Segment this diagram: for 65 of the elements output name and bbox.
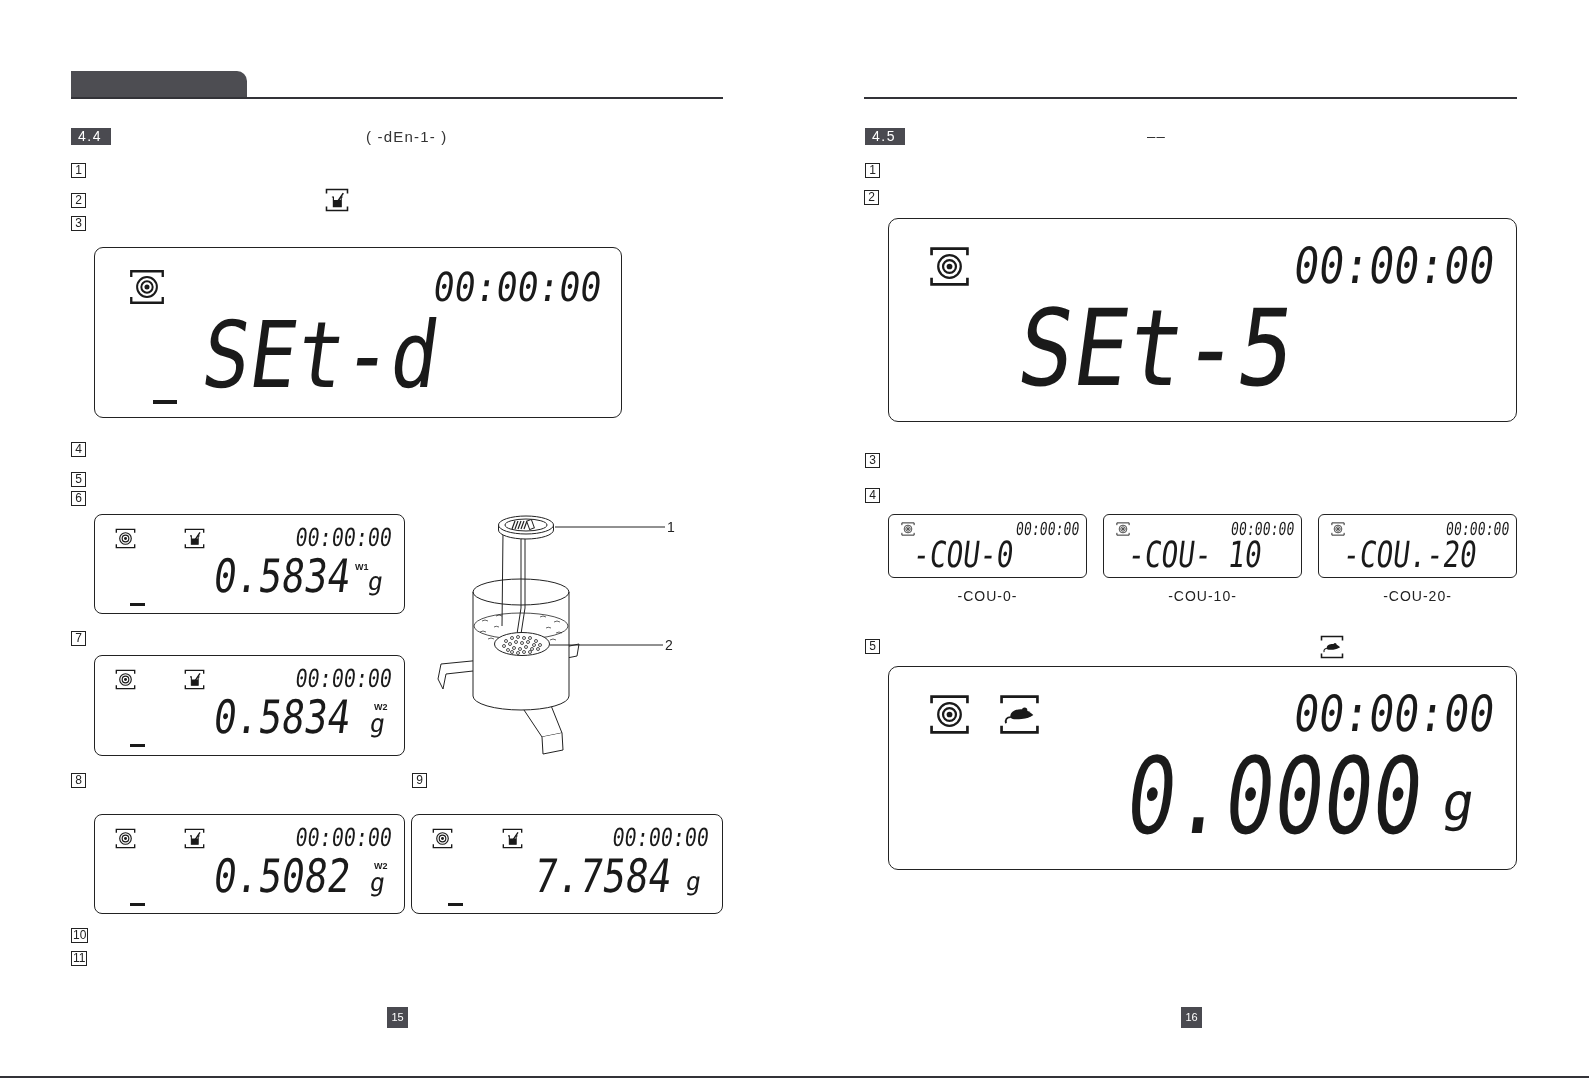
lcd-reading: -COU.-20	[1341, 537, 1479, 573]
lcd-time: 00:00:00	[611, 825, 711, 850]
page-number: 16	[1181, 1007, 1202, 1028]
weight-index: W2	[374, 703, 388, 712]
lcd-time: 00:00:00	[294, 525, 394, 550]
step-number: 8	[71, 773, 86, 788]
step-number: 3	[865, 453, 880, 468]
leader-line	[549, 644, 664, 646]
lcd-time: 00:00:00	[1291, 689, 1498, 739]
lcd-reading: SEt-d	[197, 310, 445, 402]
step-number: 2	[864, 190, 879, 205]
page-number: 15	[387, 1007, 408, 1028]
step-number: 5	[71, 472, 86, 487]
lcd-display	[94, 655, 405, 756]
lcd-time: 00:00:00	[1291, 241, 1498, 291]
lcd-reading: -COU- 10	[1126, 537, 1264, 573]
lcd-reading: -COU-0	[911, 537, 1016, 573]
lcd-display	[94, 814, 405, 914]
mode-code: ( -dEn-1- )	[366, 128, 448, 145]
display-caption: -COU-0-	[957, 589, 1018, 603]
unit-label: g	[368, 711, 387, 736]
lcd-display	[94, 514, 405, 614]
step-number: 2	[71, 193, 86, 208]
unit-label: g	[366, 569, 385, 594]
callout-number: 2	[665, 637, 673, 653]
lcd-time: 00:00:00	[294, 825, 394, 850]
leader-line	[554, 526, 666, 528]
lcd-time: 00:00:00	[1230, 520, 1296, 538]
dash-text: ––	[1147, 127, 1167, 144]
lcd-time: 00:00:00	[1445, 520, 1511, 538]
sieve-plate	[494, 632, 550, 656]
section-number: 4.4	[71, 128, 111, 145]
lcd-time: 00:00:00	[1015, 520, 1081, 538]
step-number: 6	[71, 491, 86, 506]
lcd-reading: 0.0000	[1121, 744, 1429, 850]
lcd-display	[411, 814, 723, 914]
lcd-reading: SEt-5	[1012, 296, 1301, 402]
step-number: 1	[71, 163, 86, 178]
step-number: 11	[71, 951, 88, 966]
step-number: 9	[412, 773, 427, 788]
display-caption: -COU-20-	[1383, 589, 1452, 603]
step-number: 10	[71, 928, 89, 943]
step-number: 5	[865, 639, 880, 654]
section-number: 4.5	[865, 128, 905, 145]
lcd-display	[888, 218, 1517, 422]
step-number: 3	[71, 216, 86, 231]
unit-label: g	[684, 869, 703, 894]
lcd-reading: 0.5834	[211, 694, 354, 740]
basket-lid	[497, 513, 555, 541]
step-number: 4	[71, 442, 86, 457]
weight-index: W1	[355, 563, 369, 572]
lcd-reading: 0.5834	[211, 553, 354, 599]
lcd-display	[888, 666, 1517, 870]
display-caption: -COU-10-	[1168, 589, 1237, 603]
unit-label: g	[368, 870, 387, 895]
lcd-reading: 7.7584	[532, 853, 675, 899]
weight-index: W2	[374, 862, 388, 871]
lcd-time: 00:00:00	[431, 267, 605, 307]
lcd-time: 00:00:00	[294, 666, 394, 691]
lcd-reading: 0.5082	[211, 853, 354, 899]
step-number: 1	[865, 163, 880, 178]
step-number: 7	[71, 631, 86, 646]
step-number: 4	[865, 488, 880, 503]
lcd-display	[94, 247, 622, 418]
callout-number: 1	[667, 519, 675, 535]
